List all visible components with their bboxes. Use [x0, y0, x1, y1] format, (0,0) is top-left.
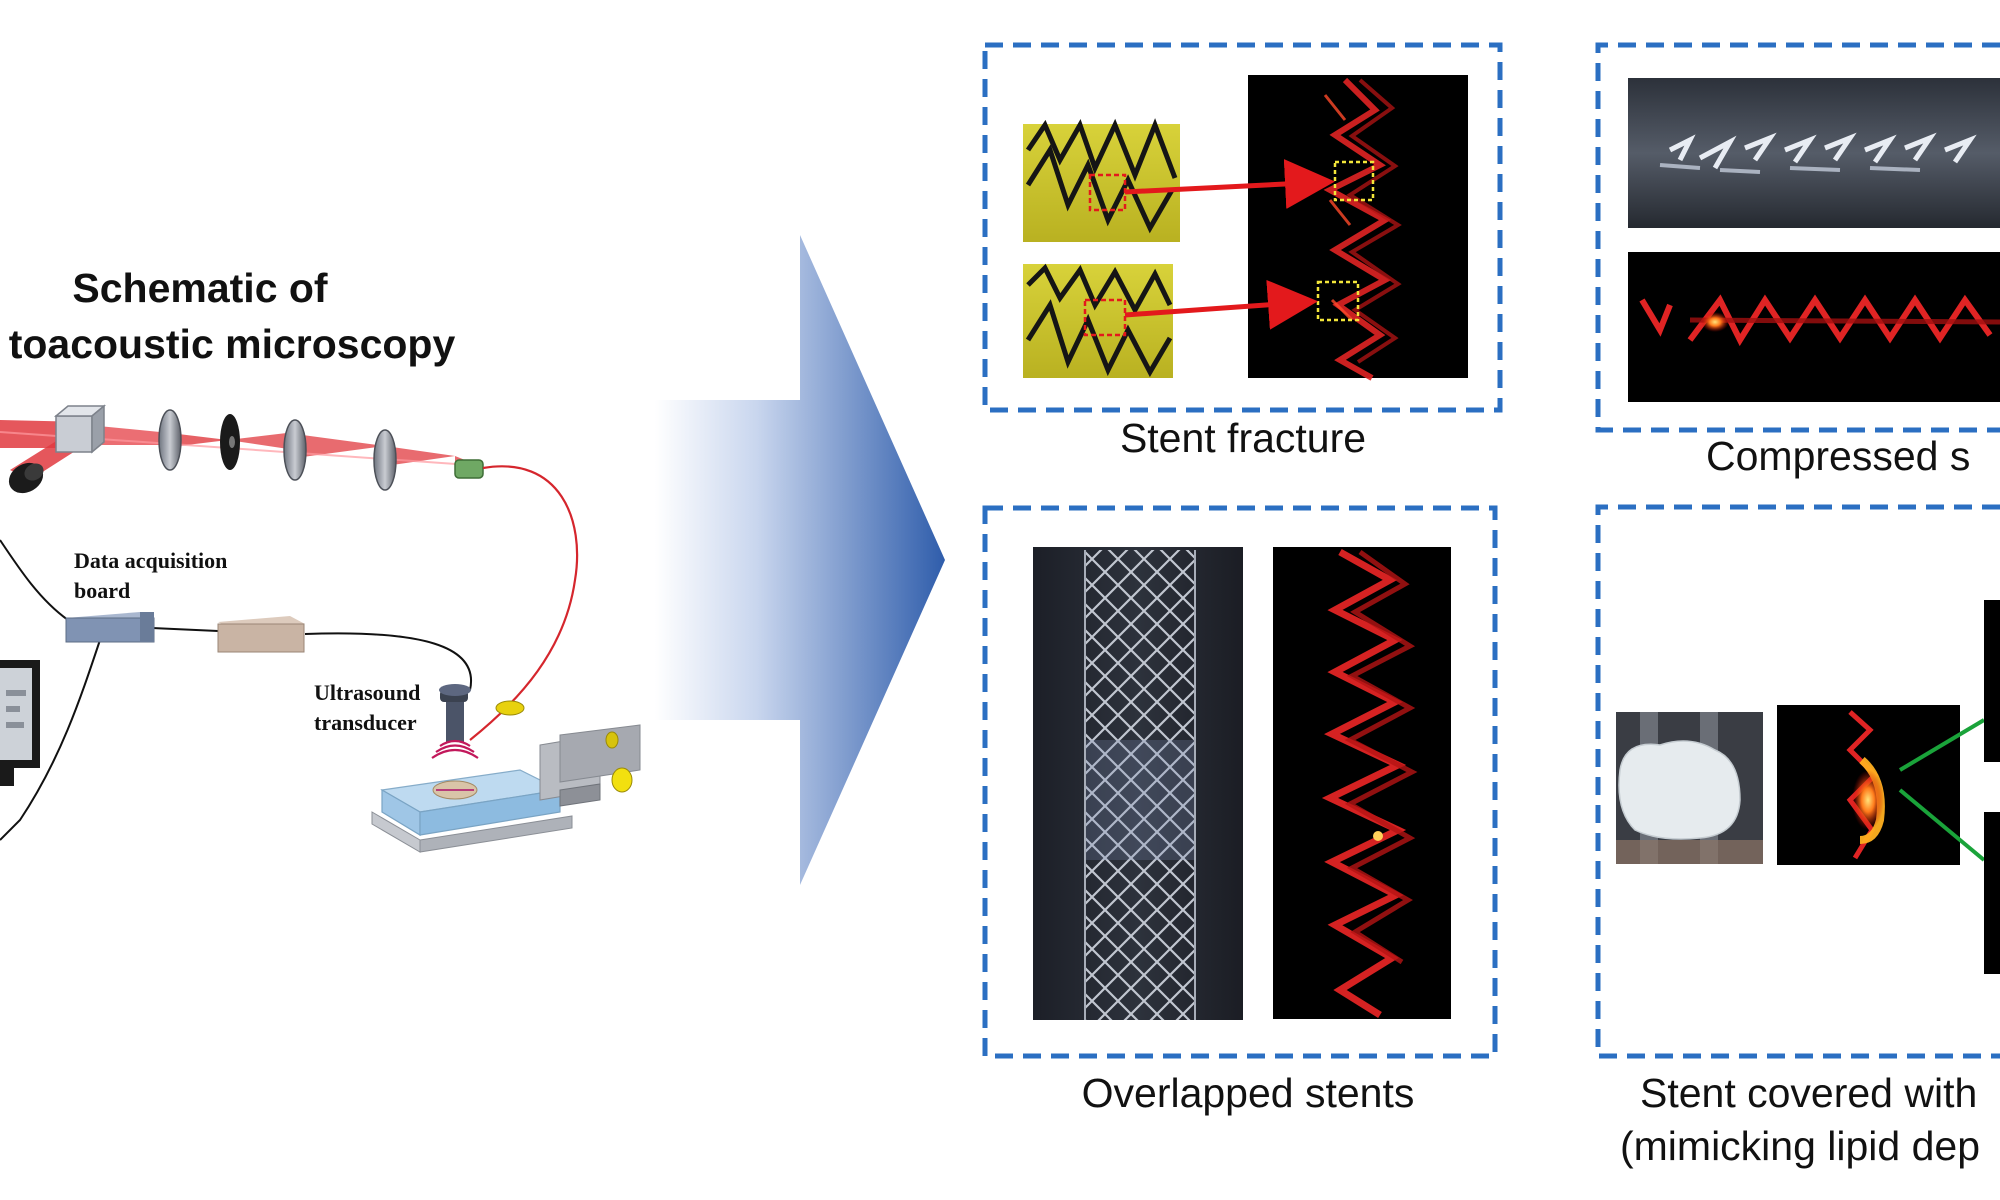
fracture-photo-bottom — [1023, 263, 1173, 378]
fracture-arrow-bottom — [1124, 279, 1318, 330]
caption-stent-covered-line1: Stent covered with — [1640, 1070, 1977, 1116]
data-acquisition-label-line2: board — [74, 578, 130, 603]
optical-fiber — [469, 465, 579, 741]
data-acquisition-board — [65, 612, 155, 643]
panel-covered-border — [1595, 504, 2000, 1059]
panel-stent-covered: Stent covered with (mimicking lipid dep — [1595, 504, 2000, 1169]
compressed-pa-image — [1628, 252, 2000, 402]
fracture-photo-top — [1023, 118, 1180, 242]
pa-roi-box-top — [1333, 160, 1375, 202]
data-acquisition-label-line1: Data acquisition — [74, 548, 227, 573]
sample-stage — [371, 700, 641, 853]
ultrasound-label-line1: Ultrasound — [314, 680, 420, 705]
panel-compressed-stent: Compressed s — [1595, 42, 2000, 479]
cable-photodetector — [0, 539, 69, 621]
zoom-line-top — [1898, 718, 1986, 772]
schematic-title-line2: toacoustic microscopy — [9, 321, 456, 367]
lens-1 — [158, 409, 182, 471]
zoom-inset-bottom — [1984, 812, 2000, 974]
big-transition-arrow — [655, 235, 945, 885]
fiber-coupler — [454, 459, 484, 479]
covered-photo — [1616, 712, 1763, 864]
caption-stent-covered-line2: (mimicking lipid dep — [1620, 1123, 1980, 1169]
cable-filter-transducer — [304, 632, 473, 691]
panel-stent-fracture-border — [982, 42, 1503, 413]
panel-overlapped-border — [982, 505, 1498, 1059]
panel-compressed-border — [1595, 42, 2000, 433]
ultrasound-label-line2: transducer — [314, 710, 417, 735]
fracture-roi-box-bottom — [1083, 298, 1127, 337]
cable-daq-computer — [0, 639, 101, 841]
cable-daq-filter — [151, 627, 219, 632]
schematic-section: Schematic of toacoustic microscopy — [0, 265, 641, 853]
lens-2 — [283, 419, 307, 481]
amplifier-box — [217, 616, 305, 653]
covered-pa-image — [1777, 705, 1960, 865]
compressed-photo — [1628, 78, 2000, 228]
overlapped-photo — [1033, 547, 1243, 1020]
zoom-inset-top — [1984, 600, 2000, 762]
beam-splitter-cube — [53, 404, 107, 454]
ultrasound-transducer — [431, 684, 479, 759]
pa-roi-box-bottom — [1316, 280, 1360, 322]
photodetector — [8, 462, 44, 494]
schematic-title-line1: Schematic of — [72, 265, 328, 311]
panel-overlapped-stents: Overlapped stents — [982, 505, 1498, 1116]
lens-3 — [373, 429, 397, 491]
overlapped-pa-image — [1273, 547, 1451, 1019]
caption-overlapped-stents: Overlapped stents — [1082, 1070, 1415, 1116]
computer-monitor — [0, 660, 40, 786]
caption-compressed-stent: Compressed s — [1706, 433, 1970, 479]
fracture-roi-box-top — [1088, 173, 1127, 212]
zoom-line-bottom — [1898, 788, 1986, 862]
panel-stent-fracture: Stent fracture — [982, 42, 1503, 461]
caption-stent-fracture: Stent fracture — [1120, 415, 1366, 461]
iris-aperture — [220, 414, 240, 470]
fracture-pa-image — [1248, 75, 1468, 381]
fracture-arrow-top — [1124, 159, 1335, 209]
